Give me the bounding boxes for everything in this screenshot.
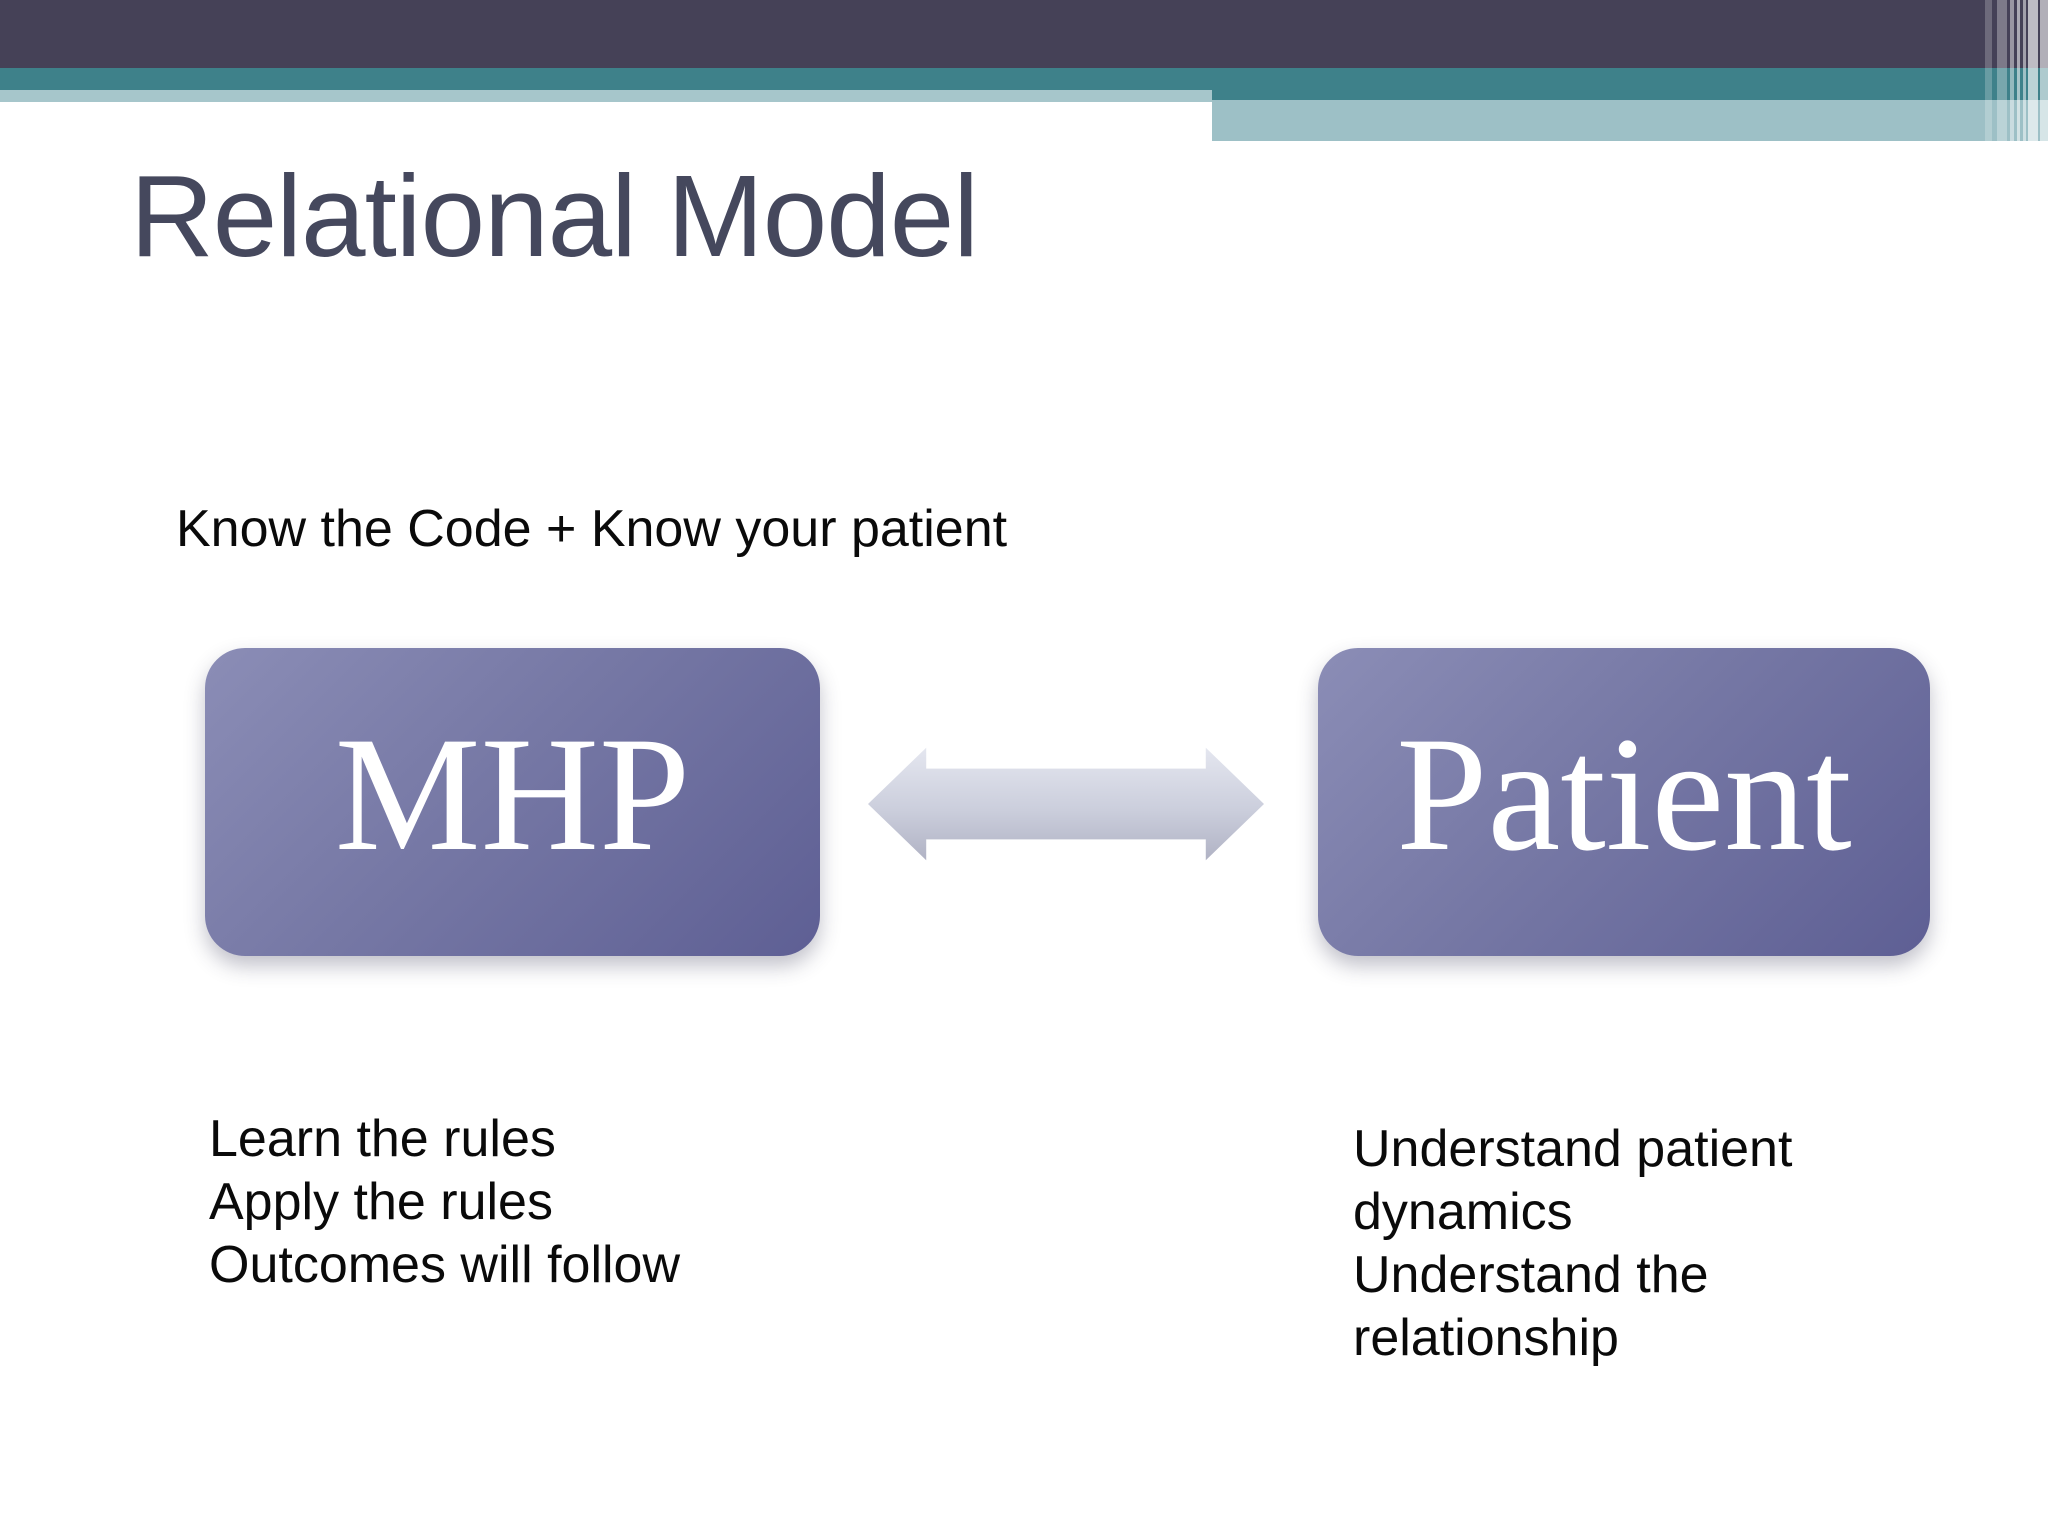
bidirectional-arrow-icon	[868, 747, 1264, 861]
header-stripe	[2040, 0, 2048, 141]
patient-notes: Understand patient dynamics Understand t…	[1353, 1118, 1853, 1370]
mhp-note-line: Apply the rules	[209, 1173, 553, 1231]
mhp-note-line: Learn the rules	[209, 1110, 556, 1168]
header-stripe	[1985, 0, 1992, 141]
header-stripe	[2010, 0, 2014, 141]
mhp-notes: Learn the rules Apply the rules Outcomes…	[209, 1108, 680, 1297]
patient-note-line: Understand patient dynamics	[1353, 1120, 1793, 1241]
slide-title: Relational Model	[130, 151, 979, 281]
header-light-strip	[0, 90, 1212, 102]
header-stripe	[2023, 0, 2026, 141]
mhp-box: MHP	[205, 648, 820, 956]
slide-subtitle: Know the Code + Know your patient	[176, 500, 1008, 558]
mhp-note-line: Outcomes will follow	[209, 1236, 681, 1294]
patient-box-label: Patient	[1396, 704, 1852, 885]
header-stripe	[2028, 0, 2038, 141]
header-dark-bar	[0, 0, 2048, 68]
header-stripe	[1997, 0, 2007, 141]
patient-note-line: Understand the relationship	[1353, 1246, 1709, 1367]
mhp-box-label: MHP	[334, 704, 691, 885]
header-stripe	[2017, 0, 2020, 141]
patient-box: Patient	[1318, 648, 1930, 956]
header-light-block	[1212, 100, 2048, 141]
header-vertical-stripes	[1985, 0, 2048, 141]
